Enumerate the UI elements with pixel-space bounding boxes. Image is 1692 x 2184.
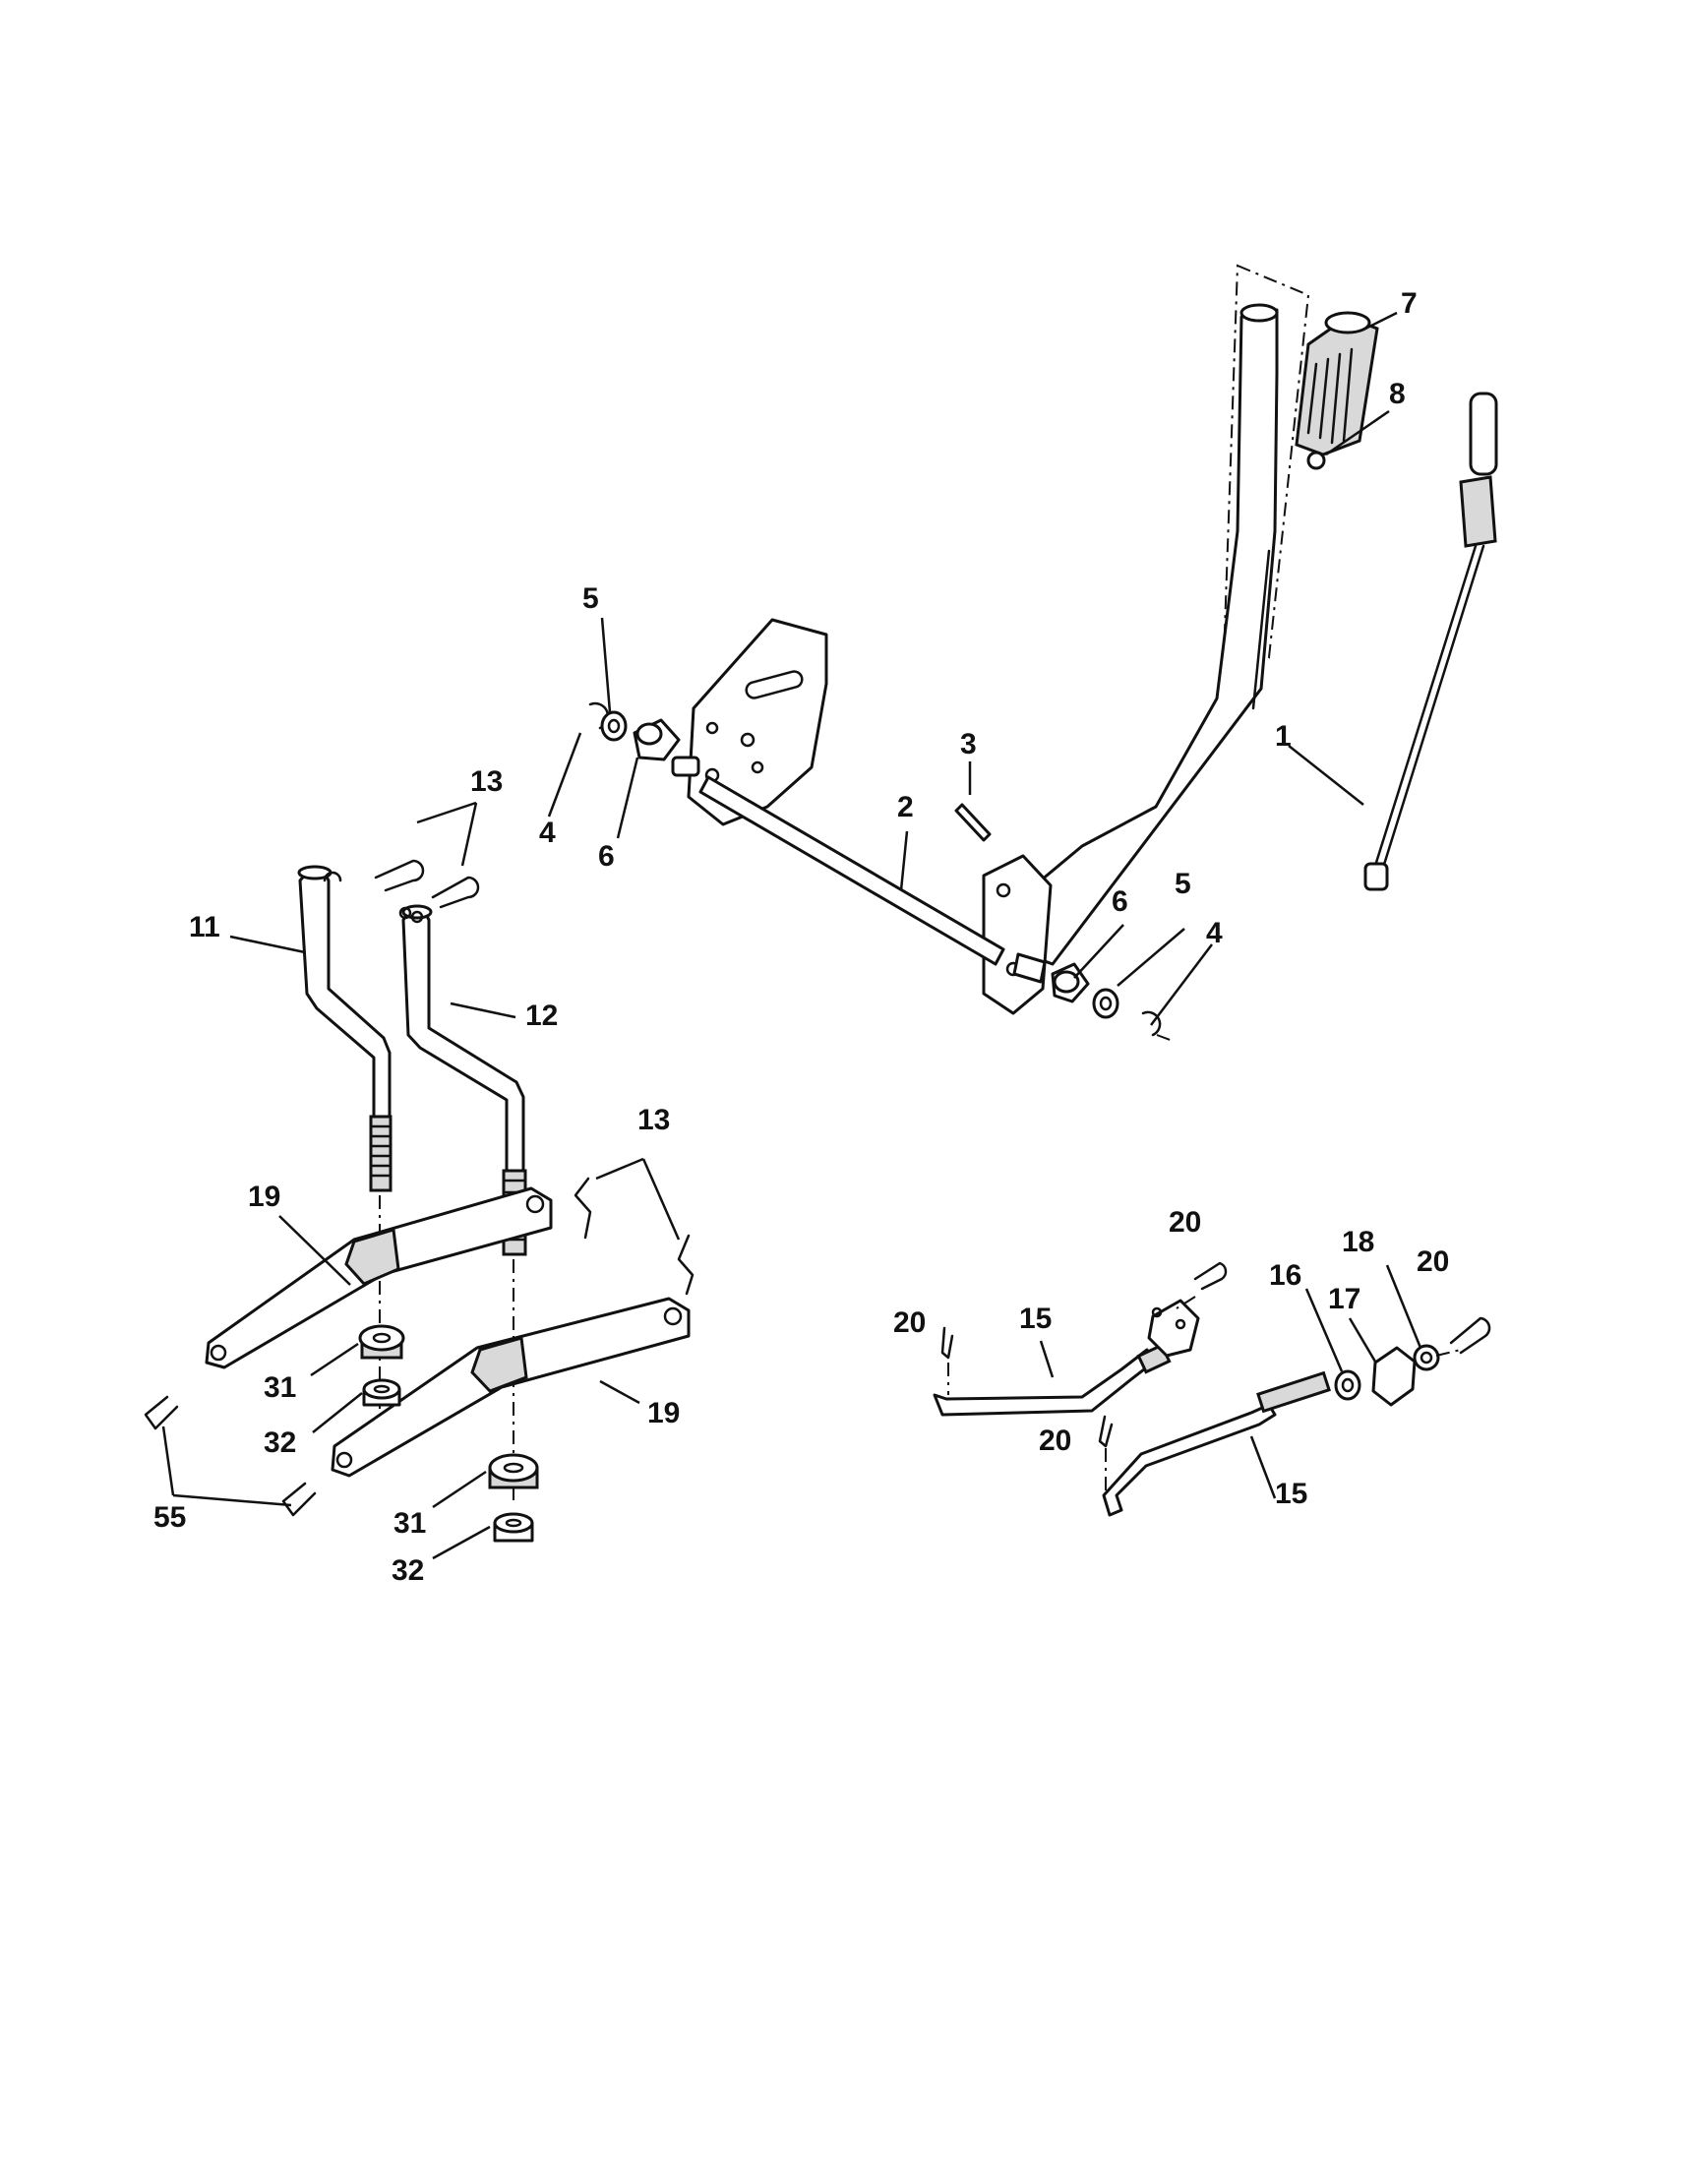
set-screw xyxy=(1306,451,1326,470)
callout-3: 3 xyxy=(960,728,977,760)
hairpin-clip xyxy=(374,859,425,892)
washer-16 xyxy=(1334,1369,1361,1401)
washer xyxy=(600,710,628,742)
lift-cable xyxy=(1363,392,1498,891)
hairpin-clip xyxy=(1193,1261,1228,1291)
callout-4: 4 xyxy=(1206,917,1223,949)
left-bearing-set xyxy=(588,701,681,761)
callout-6: 6 xyxy=(1112,885,1128,918)
hairpin-clip xyxy=(574,1177,592,1240)
nut-18 xyxy=(1413,1344,1440,1371)
hairpin-clip xyxy=(1449,1316,1491,1355)
callout-19: 19 xyxy=(248,1181,280,1213)
e-ring xyxy=(1141,1010,1162,1037)
callout-32: 32 xyxy=(264,1426,296,1459)
phantom-outline xyxy=(1223,264,1310,659)
callout-18: 18 xyxy=(1342,1226,1374,1258)
lift-lever-assembly xyxy=(982,264,1310,1015)
lift-shaft-assembly xyxy=(671,618,1047,984)
callout-55: 55 xyxy=(153,1501,186,1534)
nut-lower xyxy=(493,1512,534,1543)
hairpin-clip xyxy=(1098,1415,1114,1448)
leader-lines xyxy=(161,311,1422,1560)
callout-11: 11 xyxy=(189,911,220,943)
lift-lever xyxy=(1011,308,1279,966)
hairpin-clip xyxy=(144,1395,179,1430)
callout-31: 31 xyxy=(264,1371,296,1404)
block-17 xyxy=(1371,1346,1417,1407)
callout-20: 20 xyxy=(1169,1206,1201,1239)
callout-8: 8 xyxy=(1389,378,1406,410)
callout-15: 15 xyxy=(1275,1478,1307,1510)
adjuster-rod-upper xyxy=(933,1299,1200,1417)
callout-5: 5 xyxy=(582,582,599,615)
callout-20: 20 xyxy=(1039,1425,1071,1457)
hairpin-clip xyxy=(281,1482,317,1517)
callout-4: 4 xyxy=(539,817,556,849)
callout-12: 12 xyxy=(525,1000,558,1032)
callout-19: 19 xyxy=(647,1397,680,1429)
callout-5: 5 xyxy=(1175,868,1191,900)
spacer-upper xyxy=(358,1324,405,1360)
hairpin-clip xyxy=(940,1326,954,1360)
lever-bracket xyxy=(982,854,1053,1015)
callout-20: 20 xyxy=(893,1306,926,1339)
washer xyxy=(1092,988,1119,1019)
callout-13: 13 xyxy=(637,1104,670,1136)
lift-arm-lower xyxy=(331,1297,691,1478)
lift-link-left xyxy=(297,865,393,1192)
adjuster-rod-lower xyxy=(1102,1370,1331,1517)
roll-pin xyxy=(954,803,992,842)
lift-arm-upper xyxy=(205,1186,553,1369)
handle-grip xyxy=(1295,311,1379,456)
shaft xyxy=(698,775,1005,966)
callout-20: 20 xyxy=(1417,1245,1449,1278)
callout-1: 1 xyxy=(1275,720,1292,753)
callout-6: 6 xyxy=(598,840,615,873)
callout-labels: 1 2 3 4 4 5 5 6 6 7 8 11 12 13 13 15 15 … xyxy=(153,287,1449,1587)
lever-top-opening xyxy=(1239,303,1279,323)
nut-upper xyxy=(362,1378,401,1407)
callout-13: 13 xyxy=(470,765,503,798)
callout-17: 17 xyxy=(1328,1283,1360,1315)
hairpin-clip xyxy=(677,1234,695,1296)
right-bearing-set xyxy=(1051,962,1174,1042)
callout-31: 31 xyxy=(393,1507,426,1540)
hairpin-clip xyxy=(431,876,480,909)
spacer-lower xyxy=(488,1453,539,1489)
callout-7: 7 xyxy=(1401,287,1418,320)
callout-32: 32 xyxy=(392,1554,424,1587)
callout-16: 16 xyxy=(1269,1259,1301,1292)
callout-2: 2 xyxy=(897,791,914,823)
callout-15: 15 xyxy=(1019,1303,1052,1335)
